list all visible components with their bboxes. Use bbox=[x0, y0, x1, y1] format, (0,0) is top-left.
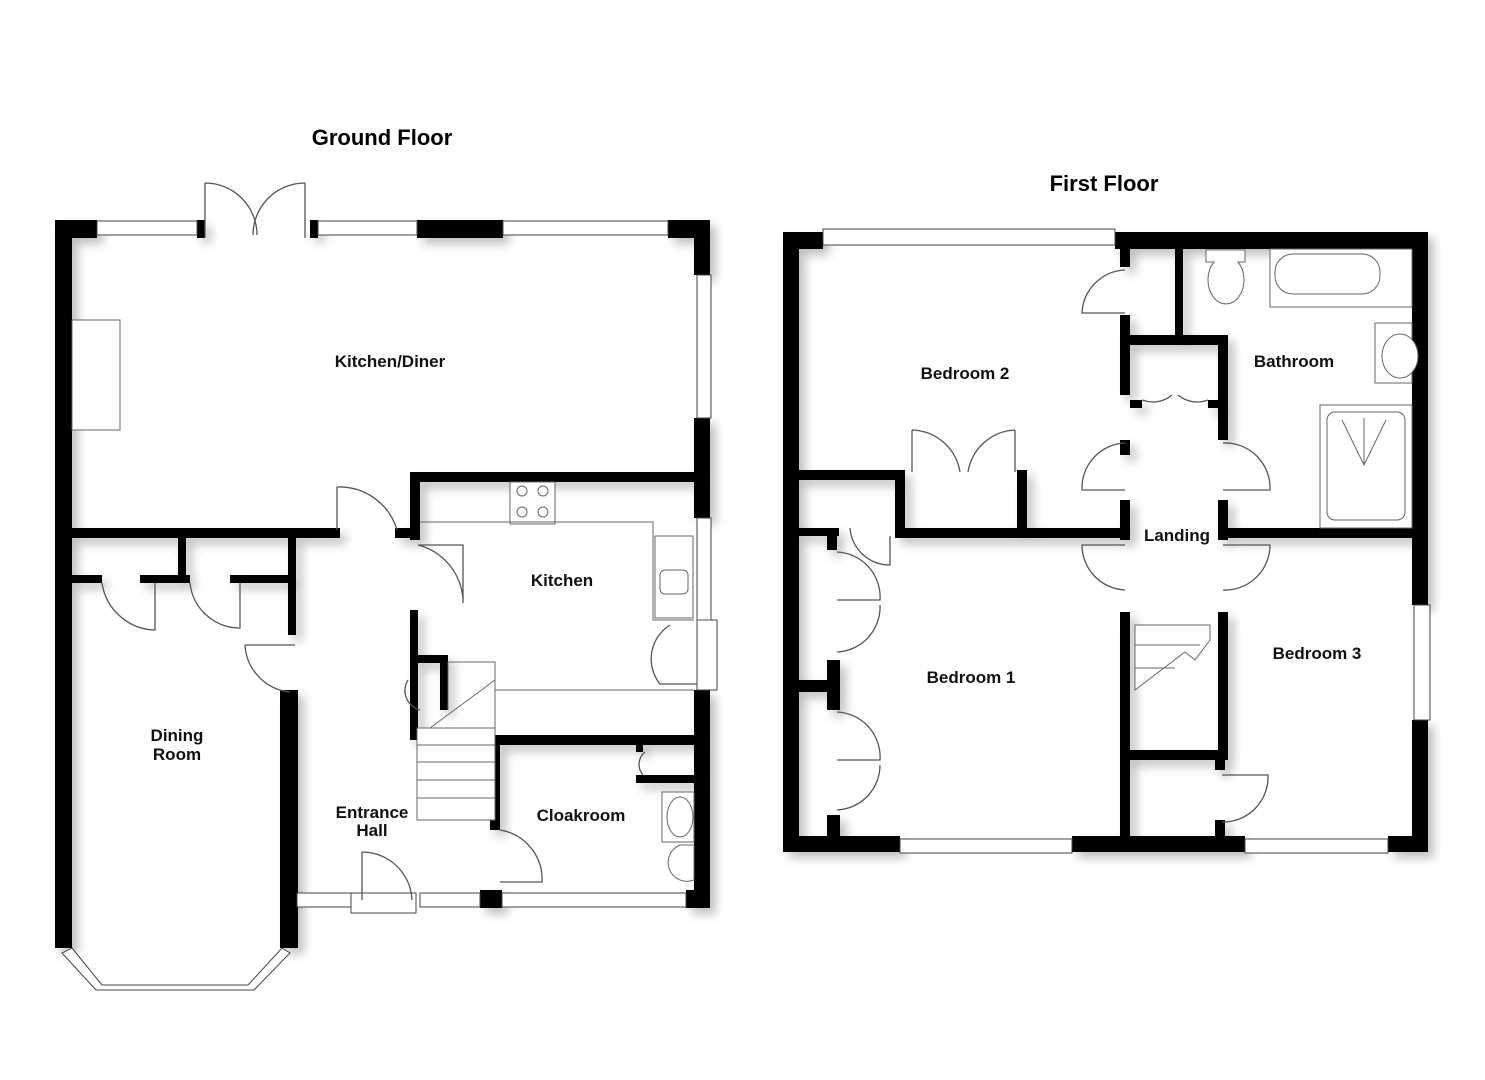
first-floor-walls bbox=[783, 232, 1428, 852]
room-label-kitchen: Kitchen bbox=[531, 571, 593, 590]
stairs bbox=[416, 727, 496, 821]
room-label-bedroom-1: Bedroom 1 bbox=[927, 668, 1016, 687]
toilet-icon bbox=[667, 844, 695, 882]
first-floor-title: First Floor bbox=[1050, 171, 1159, 196]
room-label-kitchen-diner: Kitchen/Diner bbox=[335, 352, 446, 371]
first-floor-fixtures bbox=[1134, 248, 1419, 692]
first-floor-windows bbox=[822, 228, 1431, 854]
toilet-icon bbox=[1205, 249, 1246, 305]
room-label-bathroom: Bathroom bbox=[1254, 352, 1334, 371]
ground-floor-doors bbox=[101, 182, 697, 901]
first-floor-doors bbox=[836, 269, 1271, 823]
stairs bbox=[1134, 624, 1211, 692]
room-label-cloakroom: Cloakroom bbox=[537, 806, 626, 825]
room-label-hall: Hall bbox=[356, 821, 387, 840]
fireplace bbox=[71, 319, 121, 431]
ground-floor-fixtures bbox=[71, 319, 695, 882]
first-floor-plan: Bedroom 2 Bathroom Landing Bedroom 1 Bed… bbox=[783, 228, 1431, 854]
room-label-entrance: Entrance bbox=[336, 803, 409, 822]
room-label-dining: Dining bbox=[151, 726, 204, 745]
ground-floor-title: Ground Floor bbox=[312, 125, 453, 150]
ground-floor-windows bbox=[61, 220, 718, 991]
room-label-bedroom-2: Bedroom 2 bbox=[921, 364, 1010, 383]
room-label-landing: Landing bbox=[1144, 526, 1210, 545]
room-label-dining-room: Room bbox=[153, 745, 201, 764]
room-label-bedroom-3: Bedroom 3 bbox=[1273, 644, 1362, 663]
hob-icon bbox=[509, 481, 556, 525]
ground-floor-plan: Kitchen/Diner Kitchen Dining Room Entran… bbox=[55, 182, 718, 991]
